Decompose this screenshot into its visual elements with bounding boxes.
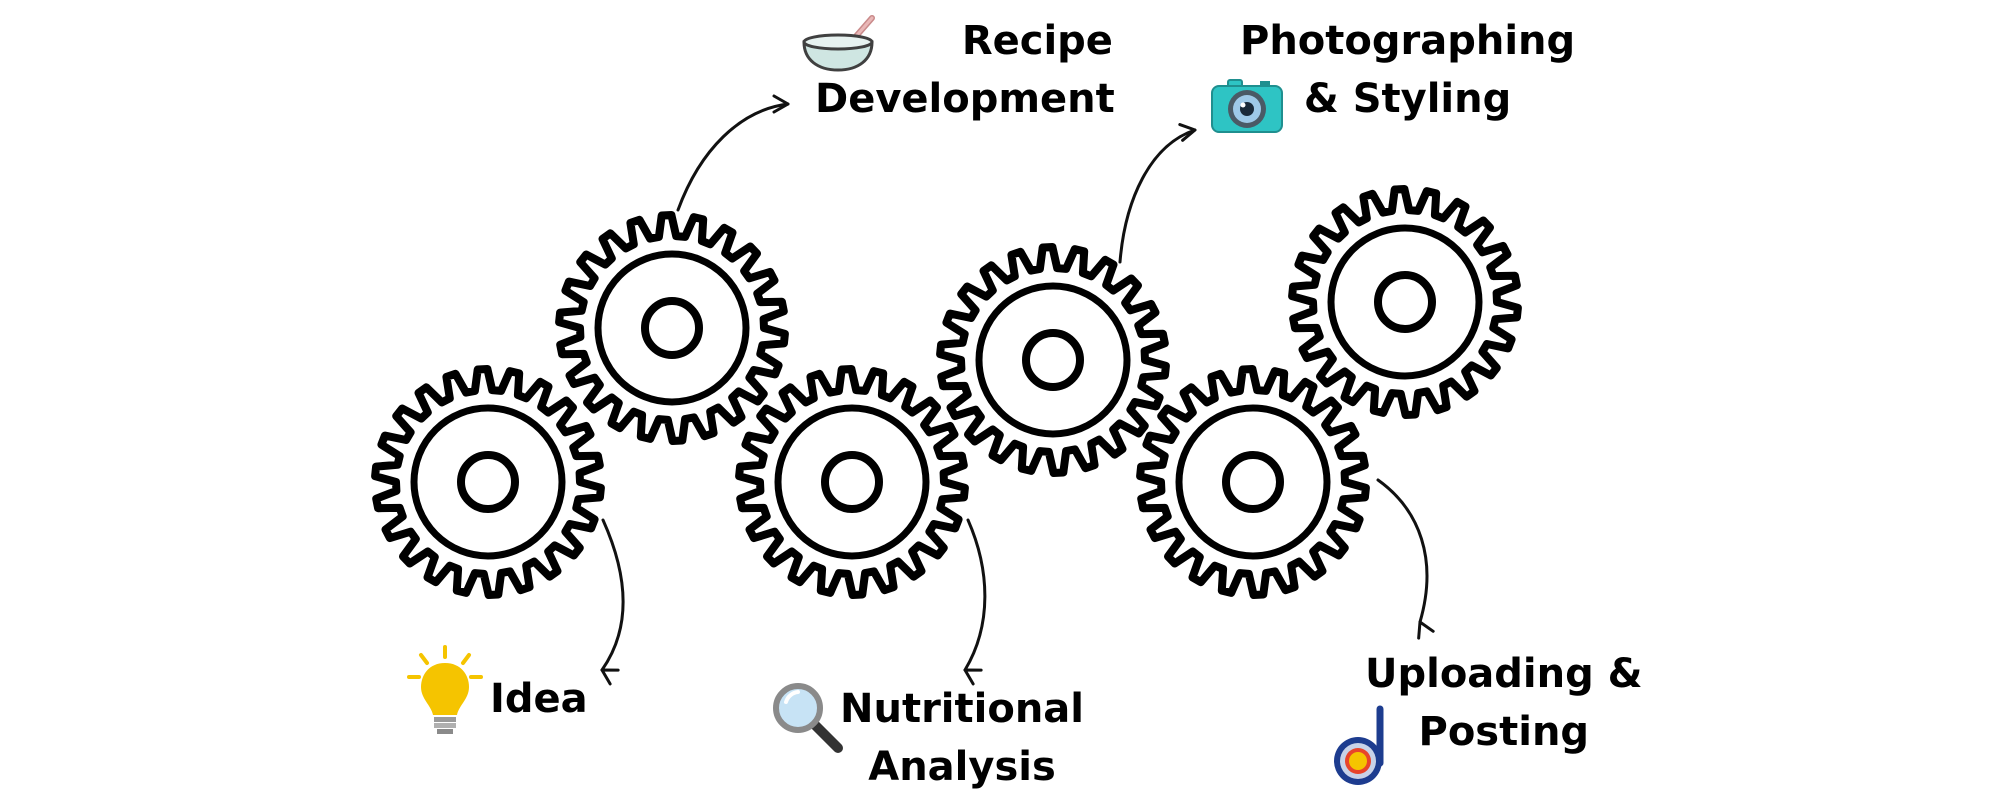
arrow-to-nutrition	[963, 518, 987, 672]
idea-label-line-1: Idea	[490, 676, 588, 722]
label-nutritional-analysis: Nutritional Analysis	[840, 680, 1084, 796]
arrows-group	[600, 94, 1435, 686]
gear-icon	[1136, 365, 1370, 599]
magnifying-glass-icon	[770, 680, 844, 758]
nutrition-label-line-1: Nutritional	[840, 686, 1085, 732]
upload-label-line-1: Uploading &	[1365, 651, 1643, 697]
label-idea: Idea	[490, 670, 588, 728]
label-photographing-styling: Photographing & Styling	[1240, 12, 1575, 128]
upload-logo-icon	[1328, 705, 1392, 793]
arrow-to-upload	[1376, 478, 1429, 624]
arrow-to-idea-head	[600, 668, 620, 686]
arrow-to-photo	[1118, 128, 1197, 264]
arrow-to-idea	[600, 518, 625, 672]
label-recipe-development: Recipe Development	[815, 12, 1115, 128]
arrow-to-recipe	[676, 102, 790, 212]
arrow-to-upload-head	[1417, 620, 1435, 640]
arrow-to-recipe-head	[772, 94, 790, 114]
photo-label-line-2: & Styling	[1303, 76, 1512, 122]
gears-group	[371, 185, 1522, 599]
label-uploading-posting: Uploading & Posting	[1365, 645, 1643, 761]
lightbulb-icon	[405, 645, 485, 744]
arrow-to-photo-head	[1178, 123, 1197, 142]
gear-icon	[1288, 185, 1522, 419]
photo-label-line-1: Photographing	[1240, 18, 1576, 64]
gear-icon	[555, 211, 789, 445]
gear-icon	[936, 243, 1170, 477]
camera-icon	[1210, 76, 1284, 140]
recipe-label-line-2: Development	[815, 76, 1115, 122]
recipe-label-line-1: Recipe	[961, 18, 1113, 64]
arrow-to-nutrition-head	[963, 668, 983, 686]
gear-icon	[735, 365, 969, 599]
gear-icon	[371, 365, 605, 599]
nutrition-label-line-2: Analysis	[868, 744, 1056, 790]
upload-label-line-2: Posting	[1418, 709, 1590, 755]
mixing-bowl-icon	[800, 12, 880, 78]
